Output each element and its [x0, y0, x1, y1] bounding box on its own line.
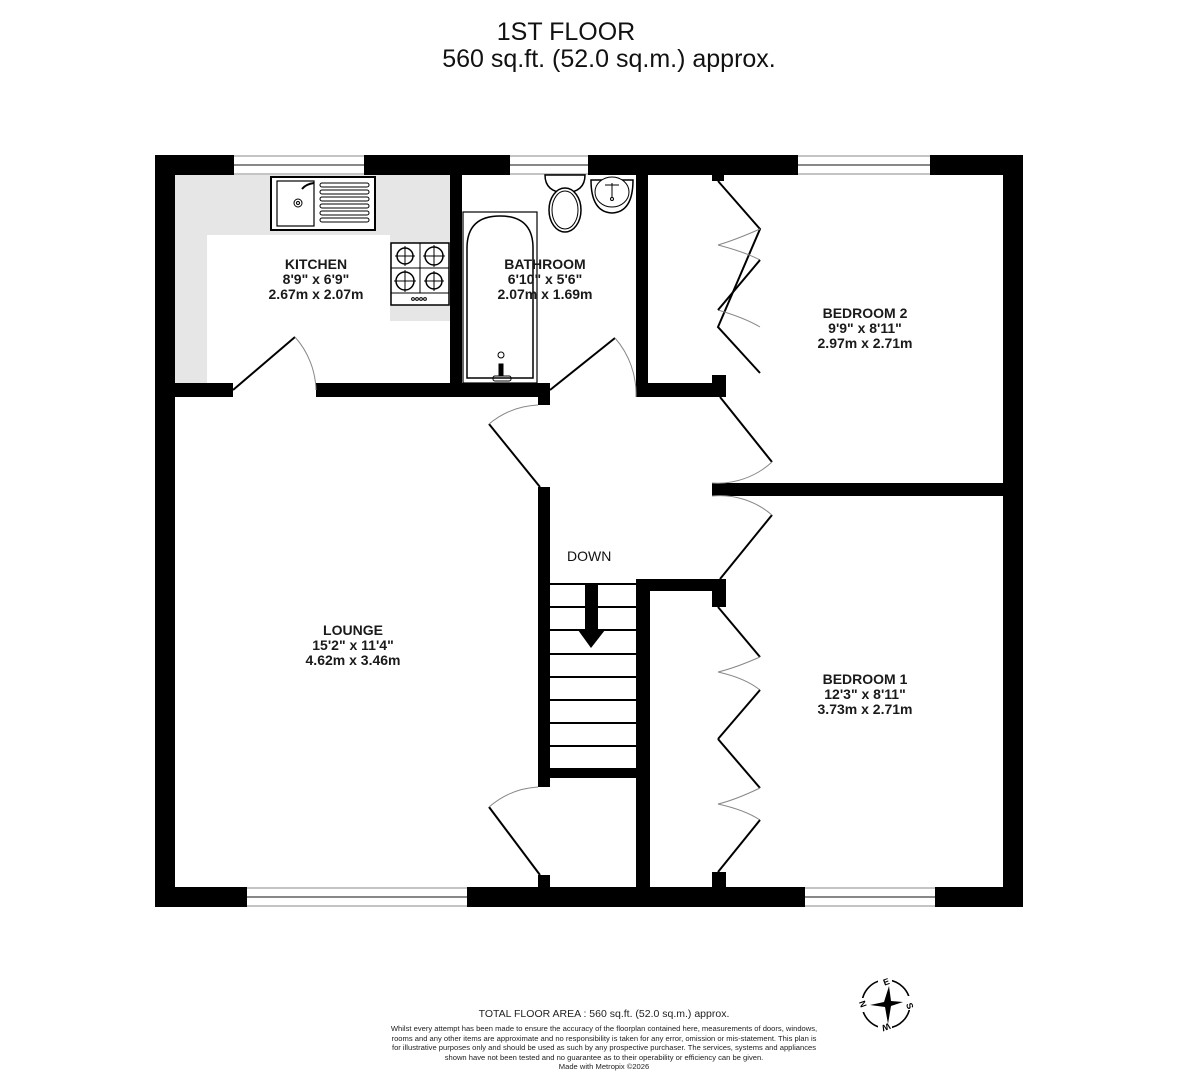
bedroom2-wardrobe-doors — [716, 180, 762, 374]
room-dimensions-metric: 3.73m x 2.71m — [817, 701, 913, 717]
compass-east: E — [882, 976, 891, 987]
room-dimensions-metric: 2.07m x 1.69m — [497, 286, 593, 302]
bedroom2-window — [798, 155, 930, 175]
kitchen-window — [234, 155, 364, 175]
kitchen-door — [232, 336, 317, 391]
room-dimensions-imperial: 12'3" x 8'11" — [824, 686, 906, 702]
compass-west: W — [880, 1021, 892, 1032]
down-arrow-icon — [578, 584, 605, 648]
room-dimensions-imperial: 9'9" x 8'11" — [828, 320, 902, 336]
room-name: BATHROOM — [504, 256, 586, 272]
room-label-lounge: LOUNGE 15'2" x 11'4" 4.62m x 3.46m — [306, 623, 401, 668]
bedroom1-window — [805, 887, 935, 907]
room-label-bathroom: BATHROOM 6'10" x 5'6" 2.07m x 1.69m — [498, 257, 593, 302]
credit-text: Made with Metropix ©2026 — [558, 1062, 650, 1072]
room-dimensions-imperial: 15'2" x 11'4" — [312, 637, 394, 653]
room-label-bedroom-2: BEDROOM 2 9'9" x 8'11" 2.97m x 2.71m — [818, 306, 913, 351]
compass-rose-icon: E S W N — [858, 976, 914, 1032]
floor-area-heading: 560 sq.ft. (52.0 sq.m.) approx. — [442, 45, 776, 73]
room-name: KITCHEN — [284, 256, 348, 272]
lounge-window — [247, 887, 467, 907]
room-dimensions-imperial: 8'9" x 6'9" — [282, 271, 350, 287]
bathroom-window — [510, 155, 588, 175]
bathtub-icon — [462, 211, 538, 384]
room-dimensions-metric: 4.62m x 3.46m — [305, 652, 401, 668]
room-name: LOUNGE — [323, 622, 383, 638]
compass-north: N — [858, 999, 869, 1009]
lounge-door-bottom — [488, 786, 541, 876]
room-dimensions-metric: 2.97m x 2.71m — [817, 335, 913, 351]
stairs-down-label: DOWN — [567, 548, 612, 564]
hob-icon — [390, 242, 450, 306]
room-dimensions-imperial: 6'10" x 5'6" — [507, 271, 583, 287]
total-floor-area: TOTAL FLOOR AREA : 560 sq.ft. (52.0 sq.m… — [478, 1008, 730, 1020]
bathroom-door — [549, 337, 637, 398]
windows — [234, 155, 935, 907]
doors — [232, 180, 773, 876]
interior-walls — [175, 175, 1003, 889]
sink-icon — [270, 176, 376, 231]
bedroom2-door — [711, 396, 773, 484]
room-dimensions-metric: 2.67m x 2.07m — [268, 286, 364, 302]
room-label-bedroom-1: BEDROOM 1 12'3" x 8'11" 3.73m x 2.71m — [818, 672, 913, 717]
wash-basin-icon — [590, 176, 634, 214]
room-label-kitchen: KITCHEN 8'9" x 6'9" 2.67m x 2.07m — [269, 257, 364, 302]
bedroom1-wardrobe-doors — [717, 606, 761, 873]
disclaimer: Whilst every attempt has been made to en… — [389, 1024, 819, 1072]
compass-south: S — [904, 1001, 914, 1010]
room-name: BEDROOM 2 — [822, 305, 908, 321]
floor-title: 1ST FLOOR — [496, 18, 636, 46]
room-name: BEDROOM 1 — [822, 671, 908, 687]
disclaimer-text: Whilst every attempt has been made to en… — [390, 1024, 818, 1062]
toilet-icon — [544, 174, 586, 233]
bedroom1-door — [711, 495, 773, 580]
lounge-door-top — [488, 404, 541, 488]
